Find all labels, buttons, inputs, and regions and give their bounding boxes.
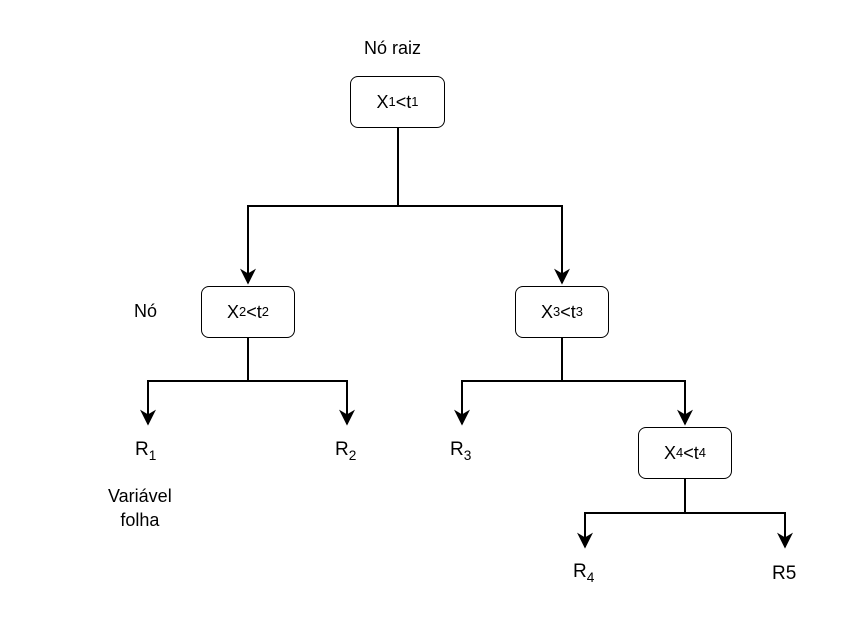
node-op: < [246,301,257,322]
node-thr: t [406,91,412,112]
edge-x2-to-r1 [140,338,249,426]
node-thr: t [693,442,699,463]
leaf-r4: R4 [573,561,595,585]
leaf-variable-label: Variável folha [108,484,172,532]
leaf-base: R [135,439,149,460]
leaf-r2: R2 [335,439,357,463]
edge-x2-to-r2 [248,380,355,426]
node-thr: t [256,301,262,322]
leaf-r3: R3 [450,439,472,463]
edge-root-to-x2 [240,128,399,285]
node-var: X [376,91,389,112]
leaf-base: R [335,439,349,460]
root-node-label: Nó raiz [364,38,422,58]
node-var: X [664,442,677,463]
leaf-num: 5 [785,563,797,584]
edge-x3-to-x4 [562,380,693,426]
node-op: < [683,442,694,463]
node-op: < [560,301,571,322]
leaf-sub: 3 [463,447,472,463]
leaf-sub: 4 [586,569,595,585]
node-var: X [227,301,240,322]
node-var: X [541,301,554,322]
node-thr: t [570,301,576,322]
leaf-r5: R5 [772,563,796,585]
edge-root-to-x3 [398,205,570,285]
leaf-sub: 1 [148,447,157,463]
leaf-sub: 2 [348,447,357,463]
leaf-base: R [772,563,786,584]
leaf-base: R [450,439,464,460]
leaf-r1: R1 [135,439,157,463]
node-op: < [395,91,407,112]
leaf-base: R [573,561,587,582]
edge-x4-to-r4 [577,479,686,549]
leaf-variable-label-line2: folha [120,510,160,530]
edge-x4-to-r5 [685,512,793,549]
leaf-variable-label-line1: Variável [108,486,172,506]
edge-x3-to-r3 [454,338,563,426]
node-label: Nó [134,301,158,321]
